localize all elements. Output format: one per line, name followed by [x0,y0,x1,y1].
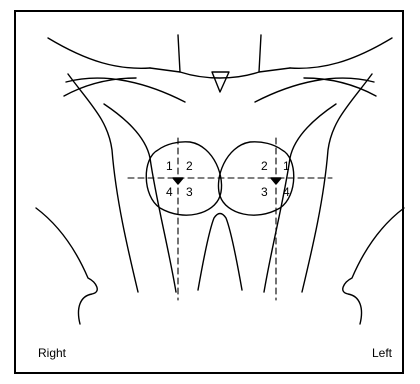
right-breast-quadrant-3: 3 [186,185,193,199]
sternal-notch-outline [212,72,229,92]
right-shoulder-outline [48,38,150,68]
left-clavicle-outline [255,78,374,102]
left-chest-inner-line [264,104,336,292]
left-nipple-marker [271,178,281,184]
left-breast-quadrant-4: 4 [283,185,290,199]
lower-torso-outline [198,214,242,291]
left-shoulder-outline [290,38,392,68]
right-breast-quadrant-4: 4 [166,185,173,199]
left-hand-outline [343,208,404,324]
neck-base-outline [180,72,259,78]
neck-right-outline [259,35,290,72]
right-side-label: Right [38,346,66,360]
left-breast-quadrant-3: 3 [261,185,268,199]
right-hand-outline [36,208,97,324]
right-clavicle-outline [66,78,185,102]
right-breast-quadrant-1: 1 [166,159,173,173]
right-nipple-marker [173,178,183,184]
quadrant-guides [128,138,332,300]
neck-left-outline [150,35,180,72]
left-breast-quadrant-1: 1 [283,159,290,173]
left-breast-quadrant-2: 2 [261,159,268,173]
left-side-label: Left [372,346,392,360]
right-breast-quadrant-2: 2 [186,159,193,173]
